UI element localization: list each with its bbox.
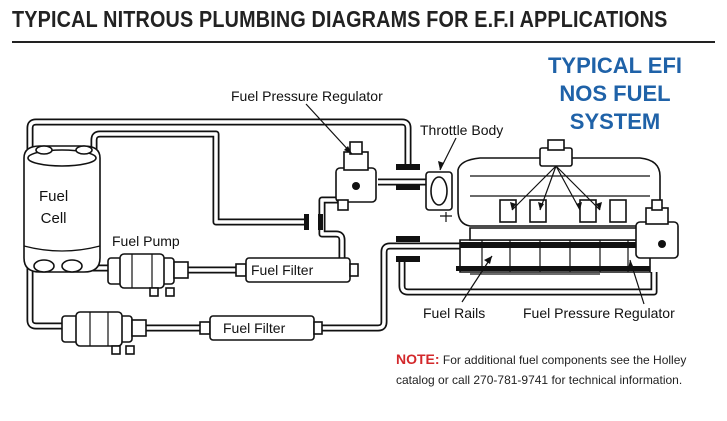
fuel-lines xyxy=(26,118,658,332)
fuel-rails-label: Fuel Rails xyxy=(423,305,486,321)
fpr-top xyxy=(305,103,377,211)
intake-manifold xyxy=(456,139,661,275)
fuel-filter-upper xyxy=(235,257,359,283)
note-body: For additional fuel components see the H… xyxy=(396,353,687,387)
note-block: NOTE: For additional fuel components see… xyxy=(396,349,716,390)
fuel-cell-label: Fuel Cell xyxy=(39,186,68,230)
side-title: TYPICAL EFI NOS FUEL SYSTEM xyxy=(540,52,690,136)
page-title: TYPICAL NITROUS PLUMBING DIAGRAMS FOR E.… xyxy=(12,6,668,32)
fuel-cell-label-line-1: Fuel xyxy=(39,188,69,205)
fuel-cell xyxy=(23,145,101,273)
side-title-line-2: NOS FUEL xyxy=(559,81,671,106)
fpr-bottom-label: Fuel Pressure Regulator xyxy=(523,305,675,321)
fuel-filter-lower-label: Fuel Filter xyxy=(223,320,286,336)
fuel-pump-upper xyxy=(107,253,189,297)
side-title-line-3: SYSTEM xyxy=(569,109,661,134)
fuel-filter-lower xyxy=(199,315,323,341)
throttle-body-label: Throttle Body xyxy=(420,122,504,138)
throttle-body xyxy=(425,137,457,222)
side-title-line-1: TYPICAL EFI xyxy=(547,53,683,78)
fuel-cell-label-line-2: Cell xyxy=(40,210,67,227)
bulkhead-brackets xyxy=(304,164,420,262)
fuel-filter-upper-label: Fuel Filter xyxy=(251,262,314,278)
fpr-bottom xyxy=(628,199,679,305)
fuel-pump-label: Fuel Pump xyxy=(112,233,180,249)
title-underline xyxy=(12,41,715,43)
fuel-pump-lower xyxy=(61,311,147,355)
fuel-rails-leader xyxy=(461,255,493,303)
note-heading: NOTE: xyxy=(396,351,440,367)
fpr-top-label: Fuel Pressure Regulator xyxy=(231,88,383,104)
